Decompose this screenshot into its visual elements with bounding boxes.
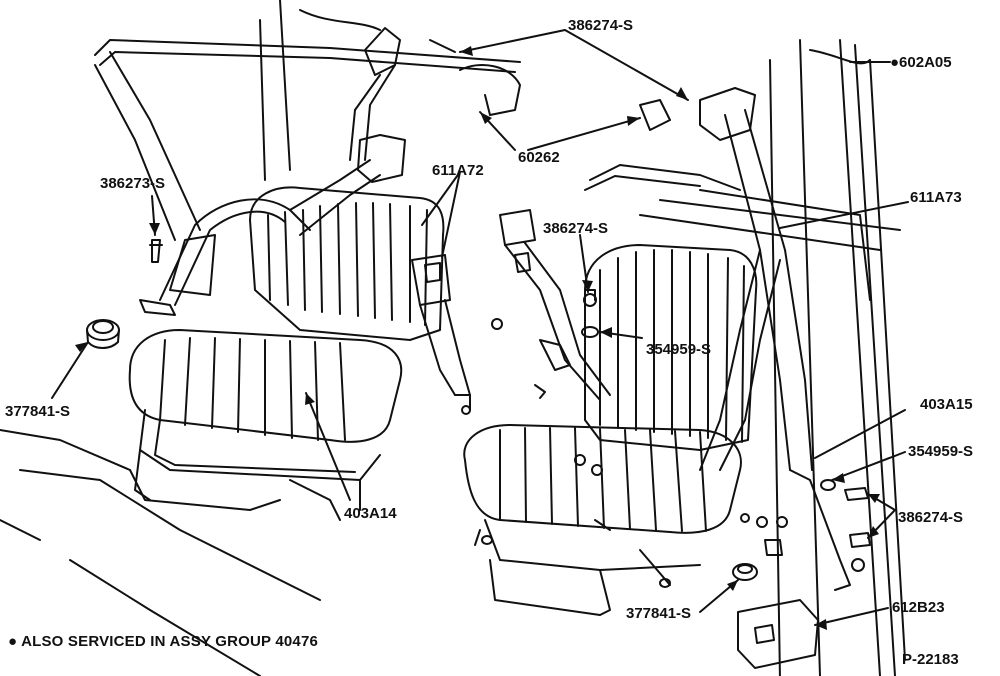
label-386274-s-right: 386274-S xyxy=(898,509,964,526)
left-belt-assembly xyxy=(139,159,471,415)
right-seat-back xyxy=(584,244,758,451)
lower-anchor-hardware xyxy=(732,479,871,669)
right-seat-cushion xyxy=(463,424,742,616)
label-377841-s-left: 377841-S xyxy=(5,403,71,420)
cab-frame xyxy=(0,0,906,676)
label-354959-s-right: 354959-S xyxy=(908,443,974,460)
label-386274-s-mid: 386274-S xyxy=(543,220,609,237)
grommet-left xyxy=(86,319,120,349)
leader-lines xyxy=(51,29,909,626)
label-611a73: 611A73 xyxy=(910,189,962,206)
right-belt-assembly xyxy=(491,87,851,591)
label-60262: 60262 xyxy=(518,149,560,166)
label-602a05: ●602A05 xyxy=(890,54,952,71)
label-403a15: 403A15 xyxy=(920,396,973,413)
left-seat-cushion xyxy=(128,329,403,521)
mirror-bracket xyxy=(299,9,521,183)
label-611a72: 611A72 xyxy=(432,162,484,179)
label-354959-s-center: 354959-S xyxy=(646,341,712,358)
footnote: ● ALSO SERVICED IN ASSY GROUP 40476 xyxy=(8,633,319,650)
figure-id: P-22183 xyxy=(902,651,959,668)
label-377841-s-bottom: 377841-S xyxy=(626,605,692,622)
label-612b23: 612B23 xyxy=(892,599,945,616)
label-386274-s-top: 386274-S xyxy=(568,17,634,34)
arrowheads xyxy=(75,46,880,630)
label-386273-s: 386273-S xyxy=(100,175,166,192)
label-403a14: 403A14 xyxy=(344,505,397,522)
left-seat-back xyxy=(249,186,445,341)
